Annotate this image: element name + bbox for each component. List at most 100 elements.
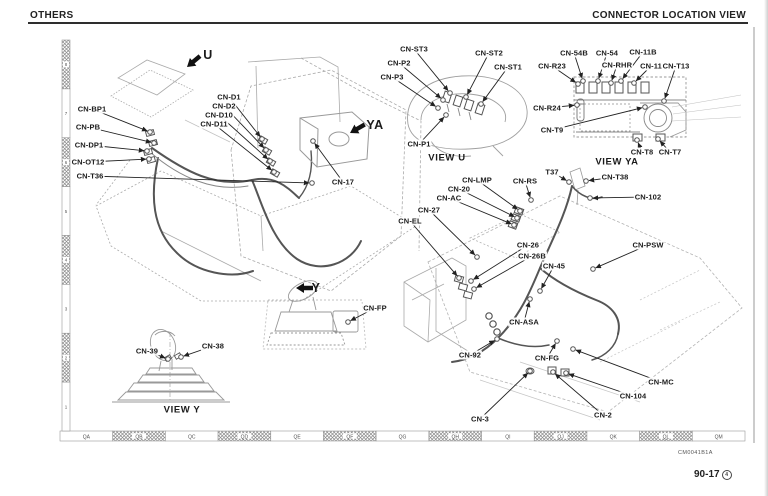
connector-blob	[661, 98, 667, 104]
grid-letter: QH	[451, 434, 459, 440]
view-y-sketch	[112, 329, 230, 403]
leader-line	[458, 188, 515, 218]
connector-blob	[471, 286, 477, 292]
leader-line	[479, 372, 529, 420]
connector-blob	[595, 78, 601, 84]
connector-blob	[590, 266, 596, 272]
connector-blob	[494, 336, 500, 342]
grid-letter-chip	[237, 433, 252, 439]
connector-blob	[447, 90, 453, 96]
leader-line	[664, 65, 677, 99]
grid-number: 7	[65, 111, 68, 116]
leader-line	[314, 143, 344, 183]
connector-blob	[440, 97, 446, 103]
connector-blob	[165, 356, 171, 362]
grid-letter: QF	[346, 434, 353, 440]
leader-line	[575, 349, 662, 383]
connector-blob	[554, 338, 560, 344]
section-title: OTHERS	[30, 10, 74, 21]
connector-blob	[528, 197, 534, 203]
leader-line	[551, 106, 643, 131]
grid-number: 5	[65, 209, 68, 214]
leader-line	[146, 350, 166, 359]
leader-line	[88, 144, 145, 153]
leader-line	[551, 65, 576, 83]
leader-line	[637, 142, 643, 153]
connector-blob	[478, 101, 484, 107]
grid-number: 6	[65, 160, 68, 165]
connector-blob	[144, 148, 150, 154]
grid-letter: QJ	[557, 434, 564, 440]
leader-line	[89, 175, 310, 186]
grid-ruler-segment	[61, 381, 71, 432]
view-u-sketch	[407, 75, 528, 157]
connector-blob	[583, 178, 589, 184]
grid-letter: QA	[83, 434, 91, 440]
connector-blob	[511, 222, 517, 228]
connector-blob	[345, 319, 351, 325]
grid-letter-chip	[658, 433, 673, 439]
page-number-text: 90-17	[694, 469, 720, 480]
main-harness-sketch	[149, 147, 362, 276]
leader-line	[611, 64, 618, 81]
leader-line	[482, 66, 509, 102]
leader-line	[391, 76, 436, 107]
figure-code: CM0041B1A	[678, 450, 713, 456]
leader-line	[659, 140, 671, 153]
leader-line	[476, 179, 518, 210]
grid-number-chip	[63, 354, 69, 361]
leader-line	[409, 220, 458, 277]
connector-blob	[655, 136, 661, 142]
view-direction-arrow-u	[187, 54, 202, 67]
connector-blob	[537, 288, 543, 294]
connector-blob	[435, 105, 441, 111]
grid-letter: QC	[188, 434, 196, 440]
connector-blob	[474, 254, 480, 260]
connector-blob	[263, 147, 269, 153]
leader-line	[91, 108, 148, 132]
grid-letter-chip	[448, 433, 463, 439]
leader-line	[598, 52, 608, 79]
leader-line	[228, 96, 261, 137]
leader-line	[546, 103, 575, 109]
revision-mark: 4	[721, 470, 732, 480]
connector-blob	[514, 215, 520, 221]
leader-line	[476, 255, 533, 288]
connector-blob	[468, 278, 474, 284]
connector-blob	[631, 80, 637, 86]
grid-letter: QK	[610, 434, 618, 440]
grid-letter-chip	[553, 433, 568, 439]
connector-blob	[608, 80, 614, 86]
connector-blob	[527, 296, 533, 302]
connector-blob	[178, 354, 184, 360]
grid-ruler-segment	[692, 430, 746, 442]
grid-number-chip	[63, 159, 69, 166]
leader-line	[87, 126, 152, 144]
leader-line	[595, 244, 649, 269]
connector-blob	[443, 112, 449, 118]
connector-blob	[575, 81, 581, 87]
connector-blob	[570, 346, 576, 352]
grid-letter: QD	[241, 434, 249, 440]
grid-number-chip	[63, 61, 69, 68]
leader-line	[622, 51, 644, 79]
page-title: CONNECTOR LOCATION VIEW	[592, 10, 746, 21]
grid-number-chip	[63, 256, 69, 263]
grid-letter: QI	[505, 434, 510, 440]
leader-line	[428, 209, 476, 256]
connector-blob	[634, 137, 640, 143]
connector-blob	[309, 180, 315, 186]
grid-letter: QM	[715, 434, 723, 440]
right-harness-sketch	[451, 185, 620, 377]
grid-number: 3	[65, 307, 68, 312]
leader-line	[551, 171, 567, 181]
view-direction-arrows	[187, 54, 366, 293]
grid-letter-chip	[342, 433, 357, 439]
leader-line	[568, 373, 634, 397]
grid-number: 2	[65, 355, 68, 360]
grid-letter: QG	[399, 434, 407, 440]
leader-line	[573, 52, 583, 79]
